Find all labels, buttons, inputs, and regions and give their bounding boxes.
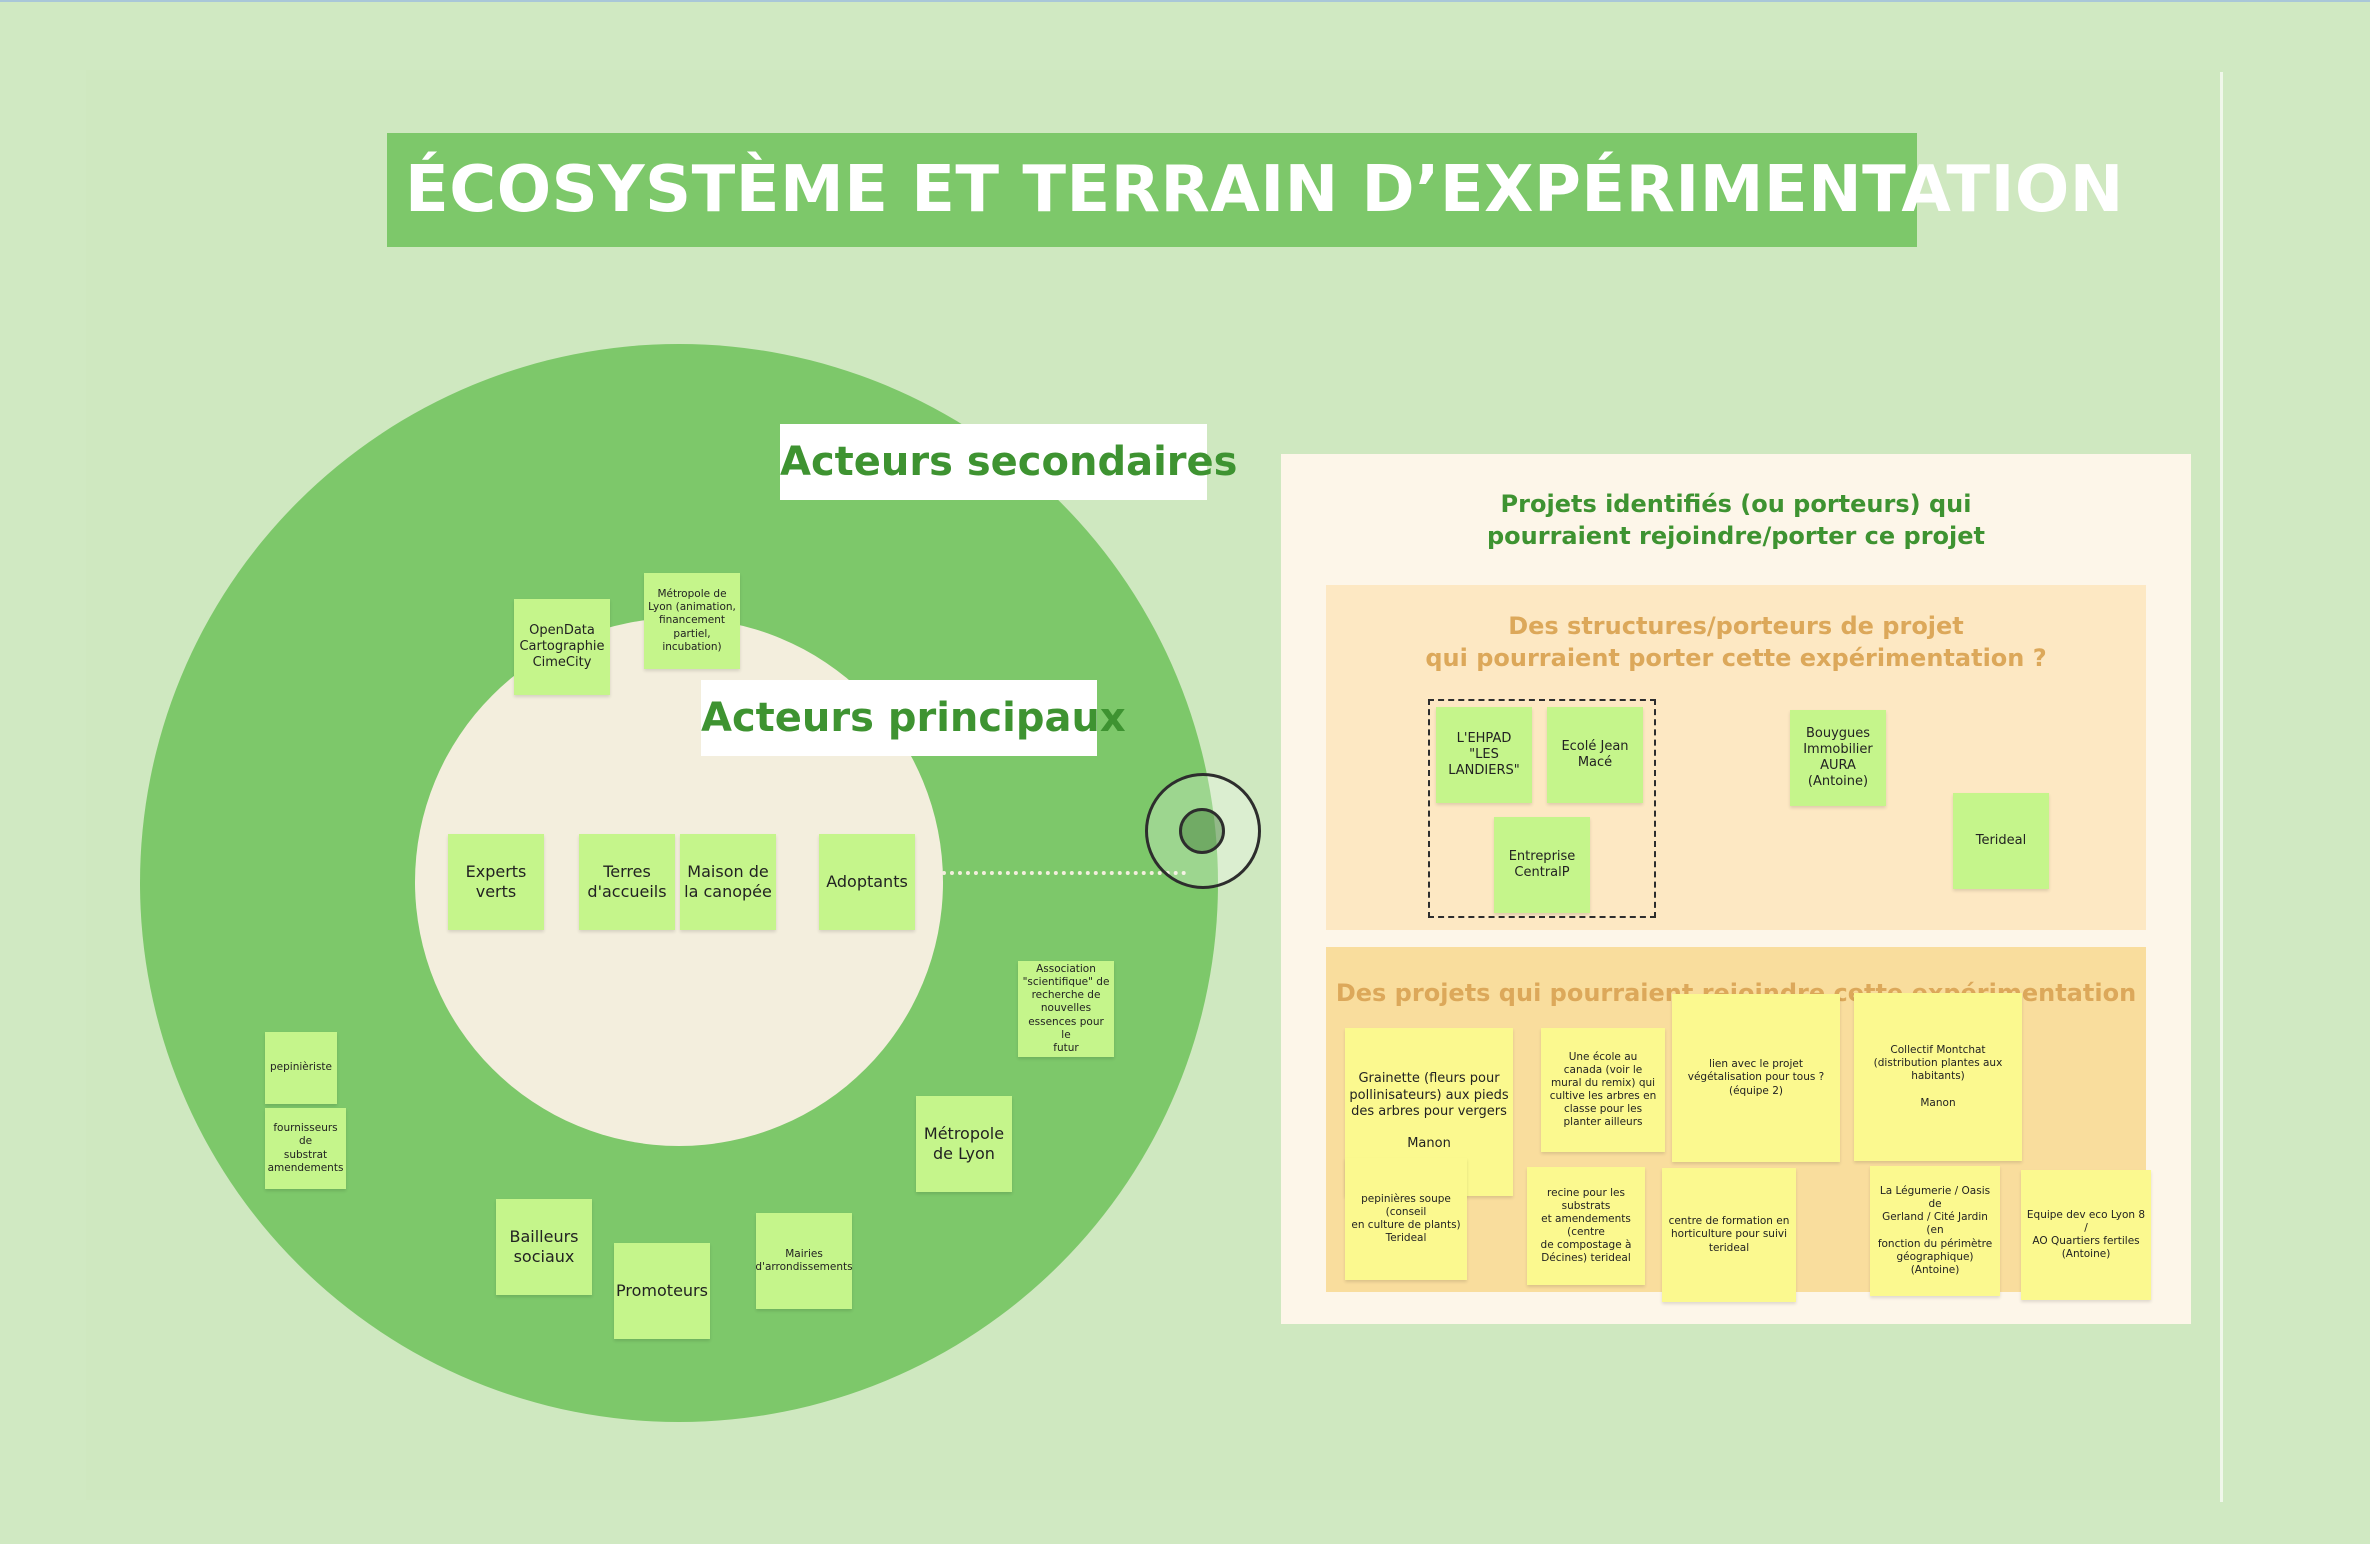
sticky-metropole-lyon[interactable]: Métropole de Lyon: [916, 1096, 1012, 1192]
top-border: [0, 0, 2370, 2]
sticky-recine[interactable]: recine pour les substrats et amendements…: [1527, 1167, 1645, 1285]
sticky-ehpad[interactable]: L'EHPAD "LES LANDIERS": [1436, 707, 1532, 803]
sticky-centre-formation[interactable]: centre de formation en horticulture pour…: [1662, 1168, 1796, 1302]
sticky-bailleurs-sociaux[interactable]: Bailleurs sociaux: [496, 1199, 592, 1295]
board-title: ÉCOSYSTÈME ET TERRAIN D’EXPÉRIMENTATION: [387, 133, 2123, 247]
dotted-connector: [926, 871, 1186, 875]
sticky-maison-canopee[interactable]: Maison de la canopée: [680, 834, 776, 930]
sticky-ecole-canada[interactable]: Une école au canada (voir le mural du re…: [1541, 1028, 1665, 1152]
selection-group[interactable]: [1428, 699, 1656, 918]
sticky-experts-verts[interactable]: Experts verts: [448, 834, 544, 930]
sticky-lien-projet[interactable]: lien avec le projet végétalisation pour …: [1672, 994, 1840, 1162]
sticky-equipe-dev[interactable]: Equipe dev eco Lyon 8 / AO Quartiers fer…: [2021, 1170, 2151, 1300]
sticky-bouygues[interactable]: Bouygues Immobilier AURA (Antoine): [1790, 710, 1886, 806]
focus-target-outer: [1145, 773, 1261, 889]
sticky-fournisseurs[interactable]: fournisseurs de substrat amendements: [265, 1108, 346, 1189]
sticky-opendata[interactable]: OpenData Cartographie CimeCity: [514, 599, 610, 695]
projects-panel-title: Projets identifiés (ou porteurs) qui pou…: [1486, 490, 1986, 550]
sticky-collectif-montchat[interactable]: Collectif Montchat (distribution plantes…: [1854, 993, 2022, 1161]
sticky-mairies[interactable]: Mairies d'arrondissements: [755, 1213, 853, 1309]
sticky-ecole-jean-mace[interactable]: Ecolé Jean Macé: [1547, 707, 1643, 803]
sticky-legumerie[interactable]: La Légumerie / Oasis de Gerland / Cité J…: [1870, 1166, 2000, 1296]
sticky-terideal[interactable]: Terideal: [1953, 793, 2049, 889]
sticky-entreprise-centralp[interactable]: Entreprise CentralP: [1494, 817, 1590, 913]
frame-divider: [2220, 72, 2223, 1502]
primary-actors-label: Acteurs principaux: [701, 680, 1126, 756]
structures-zone-title: Des structures/porteurs de projet qui po…: [1425, 612, 2047, 672]
sticky-adoptants[interactable]: Adoptants: [819, 834, 915, 930]
sticky-association-scientifique[interactable]: Association "scientifique" de recherche …: [1018, 961, 1114, 1057]
sticky-terres-accueils[interactable]: Terres d'accueils: [579, 834, 675, 930]
sticky-metropole-animation[interactable]: Métropole de Lyon (animation, financemen…: [644, 573, 740, 669]
sticky-promoteurs[interactable]: Promoteurs: [614, 1243, 710, 1339]
secondary-actors-label: Acteurs secondaires: [780, 424, 1237, 500]
sticky-pepinieres-soupe[interactable]: pepinières soupe (conseil en culture de …: [1345, 1158, 1467, 1280]
sticky-pepinieriste[interactable]: pepinièriste: [265, 1032, 337, 1104]
focus-target-inner: [1179, 808, 1225, 854]
